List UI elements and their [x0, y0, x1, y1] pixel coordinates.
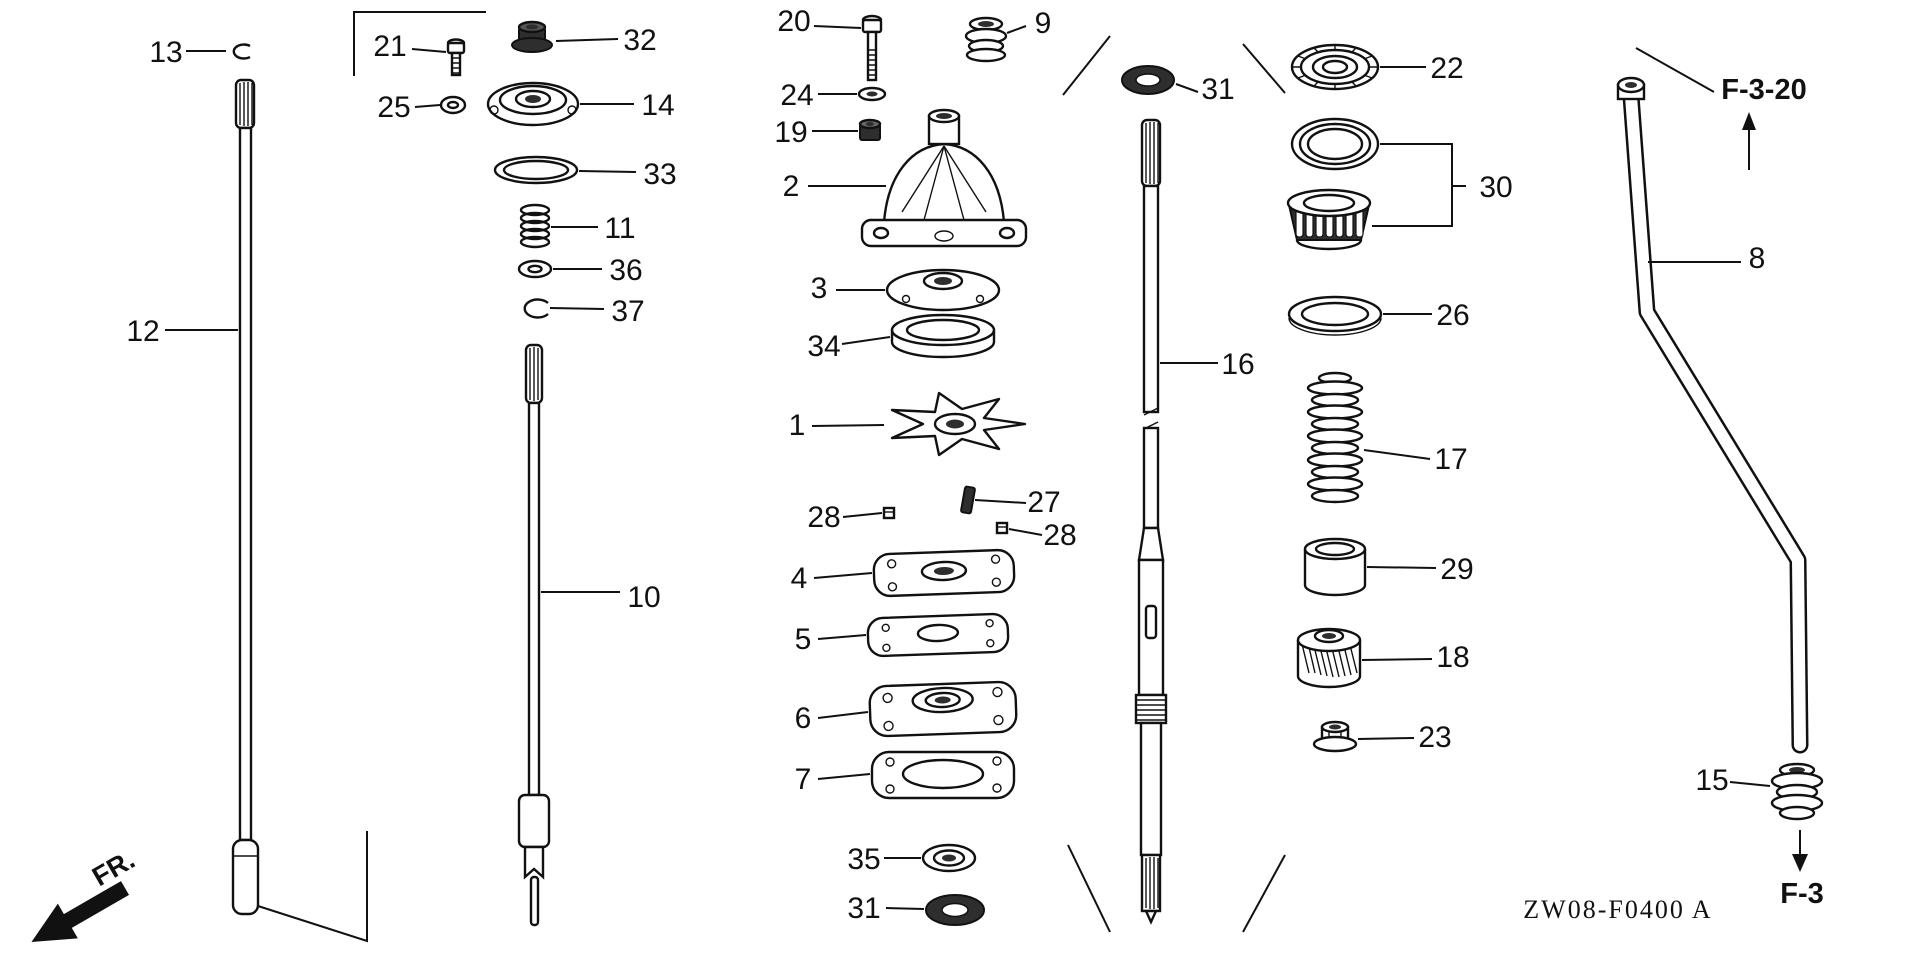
part-12-vertical-shaft	[231, 78, 368, 943]
callout-24: 24	[780, 79, 813, 112]
part-13-circlip	[232, 43, 251, 60]
part-23-lock-nut	[1312, 720, 1358, 753]
callout-1: 1	[789, 409, 806, 442]
group-brackets-shaft16	[1062, 35, 1286, 933]
callout-4: 4	[791, 562, 808, 595]
part-14-pump-cover	[486, 81, 580, 127]
part-9-grommet	[964, 16, 1008, 63]
part-26-washer	[1287, 295, 1383, 336]
part-33-ring	[493, 155, 579, 185]
part-15-grommet	[1770, 762, 1824, 821]
part-1-impeller	[890, 391, 1027, 457]
part-2-pump-housing	[860, 108, 1028, 248]
part-3-plate	[885, 268, 1001, 312]
callout-8: 8	[1749, 242, 1766, 275]
callout-6: 6	[795, 702, 812, 735]
part-11-spring	[519, 203, 551, 249]
callout-32: 32	[623, 24, 656, 57]
callout-20: 20	[777, 5, 810, 38]
part-37-circlip	[523, 298, 549, 319]
callout-37: 37	[611, 295, 644, 328]
callout-2: 2	[783, 170, 800, 203]
group-bracket-top-left	[353, 11, 486, 76]
callout-15: 15	[1695, 764, 1728, 797]
callout-26: 26	[1436, 299, 1469, 332]
callout-7: 7	[795, 763, 812, 796]
part-21-bolt	[446, 38, 466, 77]
callout-36: 36	[609, 254, 642, 287]
part-19-bushing	[858, 118, 882, 141]
part-31-oil-seal-bottom	[925, 894, 985, 926]
callout-28-right: 28	[1043, 519, 1076, 552]
callout-9: 9	[1035, 7, 1052, 40]
part-29-needle-bearing	[1303, 537, 1367, 597]
part-7-gasket	[870, 750, 1016, 800]
callout-33: 33	[643, 158, 676, 191]
part-28-key-left	[882, 506, 896, 520]
part-31-oil-seal-top	[1121, 65, 1175, 95]
part-25-washer	[439, 95, 467, 115]
part-35-seal	[921, 843, 977, 873]
callout-19: 19	[774, 116, 807, 149]
front-direction-arrow-icon	[31, 881, 129, 942]
part-16-vertical-shaft	[1134, 118, 1168, 925]
ref-arrow-up-icon	[1742, 112, 1756, 170]
front-label: FR.	[87, 844, 140, 892]
callout-21: 21	[373, 30, 406, 63]
callout-34: 34	[807, 330, 840, 363]
part-5-gasket	[866, 612, 1010, 658]
callout-17: 17	[1434, 443, 1467, 476]
callout-5: 5	[795, 623, 812, 656]
callout-23: 23	[1418, 721, 1451, 754]
callout-16: 16	[1221, 348, 1254, 381]
part-27-key	[960, 485, 976, 515]
callout-31-top: 31	[1201, 73, 1234, 106]
callout-30: 30	[1479, 171, 1512, 204]
callout-10: 10	[627, 581, 660, 614]
ref-line-f320	[1635, 47, 1715, 93]
part-36-washer	[517, 259, 553, 279]
callout-12: 12	[126, 315, 159, 348]
figure-ref-bottom: F-3	[1780, 878, 1824, 910]
part-30-taper-bearing	[1286, 188, 1372, 251]
part-17-ribbed-bushing	[1306, 371, 1364, 504]
part-20-bolt	[861, 14, 883, 82]
callout-35: 35	[847, 843, 880, 876]
callout-28-left: 28	[807, 501, 840, 534]
callout-29: 29	[1440, 553, 1473, 586]
part-18-pinion-gear	[1296, 627, 1362, 689]
leader-lines	[165, 25, 1771, 910]
figure-ref-top: F-3-20	[1721, 74, 1806, 106]
part-28-key-right	[995, 521, 1009, 535]
part-22-ball-bearing	[1290, 43, 1380, 91]
callout-13: 13	[149, 36, 182, 69]
callout-27: 27	[1027, 486, 1060, 519]
callout-18: 18	[1436, 641, 1469, 674]
part-32-nut	[511, 20, 553, 53]
callout-31-bottom: 31	[847, 892, 880, 925]
part-34-cup-ring	[890, 313, 996, 359]
callout-22: 22	[1430, 52, 1463, 85]
part-10-pump-shaft	[517, 343, 551, 927]
part-4-plate	[872, 548, 1016, 598]
part-24-washer	[857, 86, 887, 102]
part-30-bearing-race	[1290, 117, 1380, 171]
part-8-shift-rod	[1616, 76, 1809, 754]
callout-3: 3	[811, 272, 828, 305]
callout-14: 14	[641, 89, 674, 122]
callout-11: 11	[604, 212, 635, 245]
callout-25: 25	[377, 91, 410, 124]
callout-labels: 13 12 21 25 32 14 33 11 36 37 10 20 24 1…	[126, 5, 1765, 925]
ref-arrow-down-icon	[1792, 830, 1808, 872]
diagram-code: ZW08-F0400 A	[1523, 895, 1712, 924]
part-6-seal-housing	[868, 680, 1018, 738]
